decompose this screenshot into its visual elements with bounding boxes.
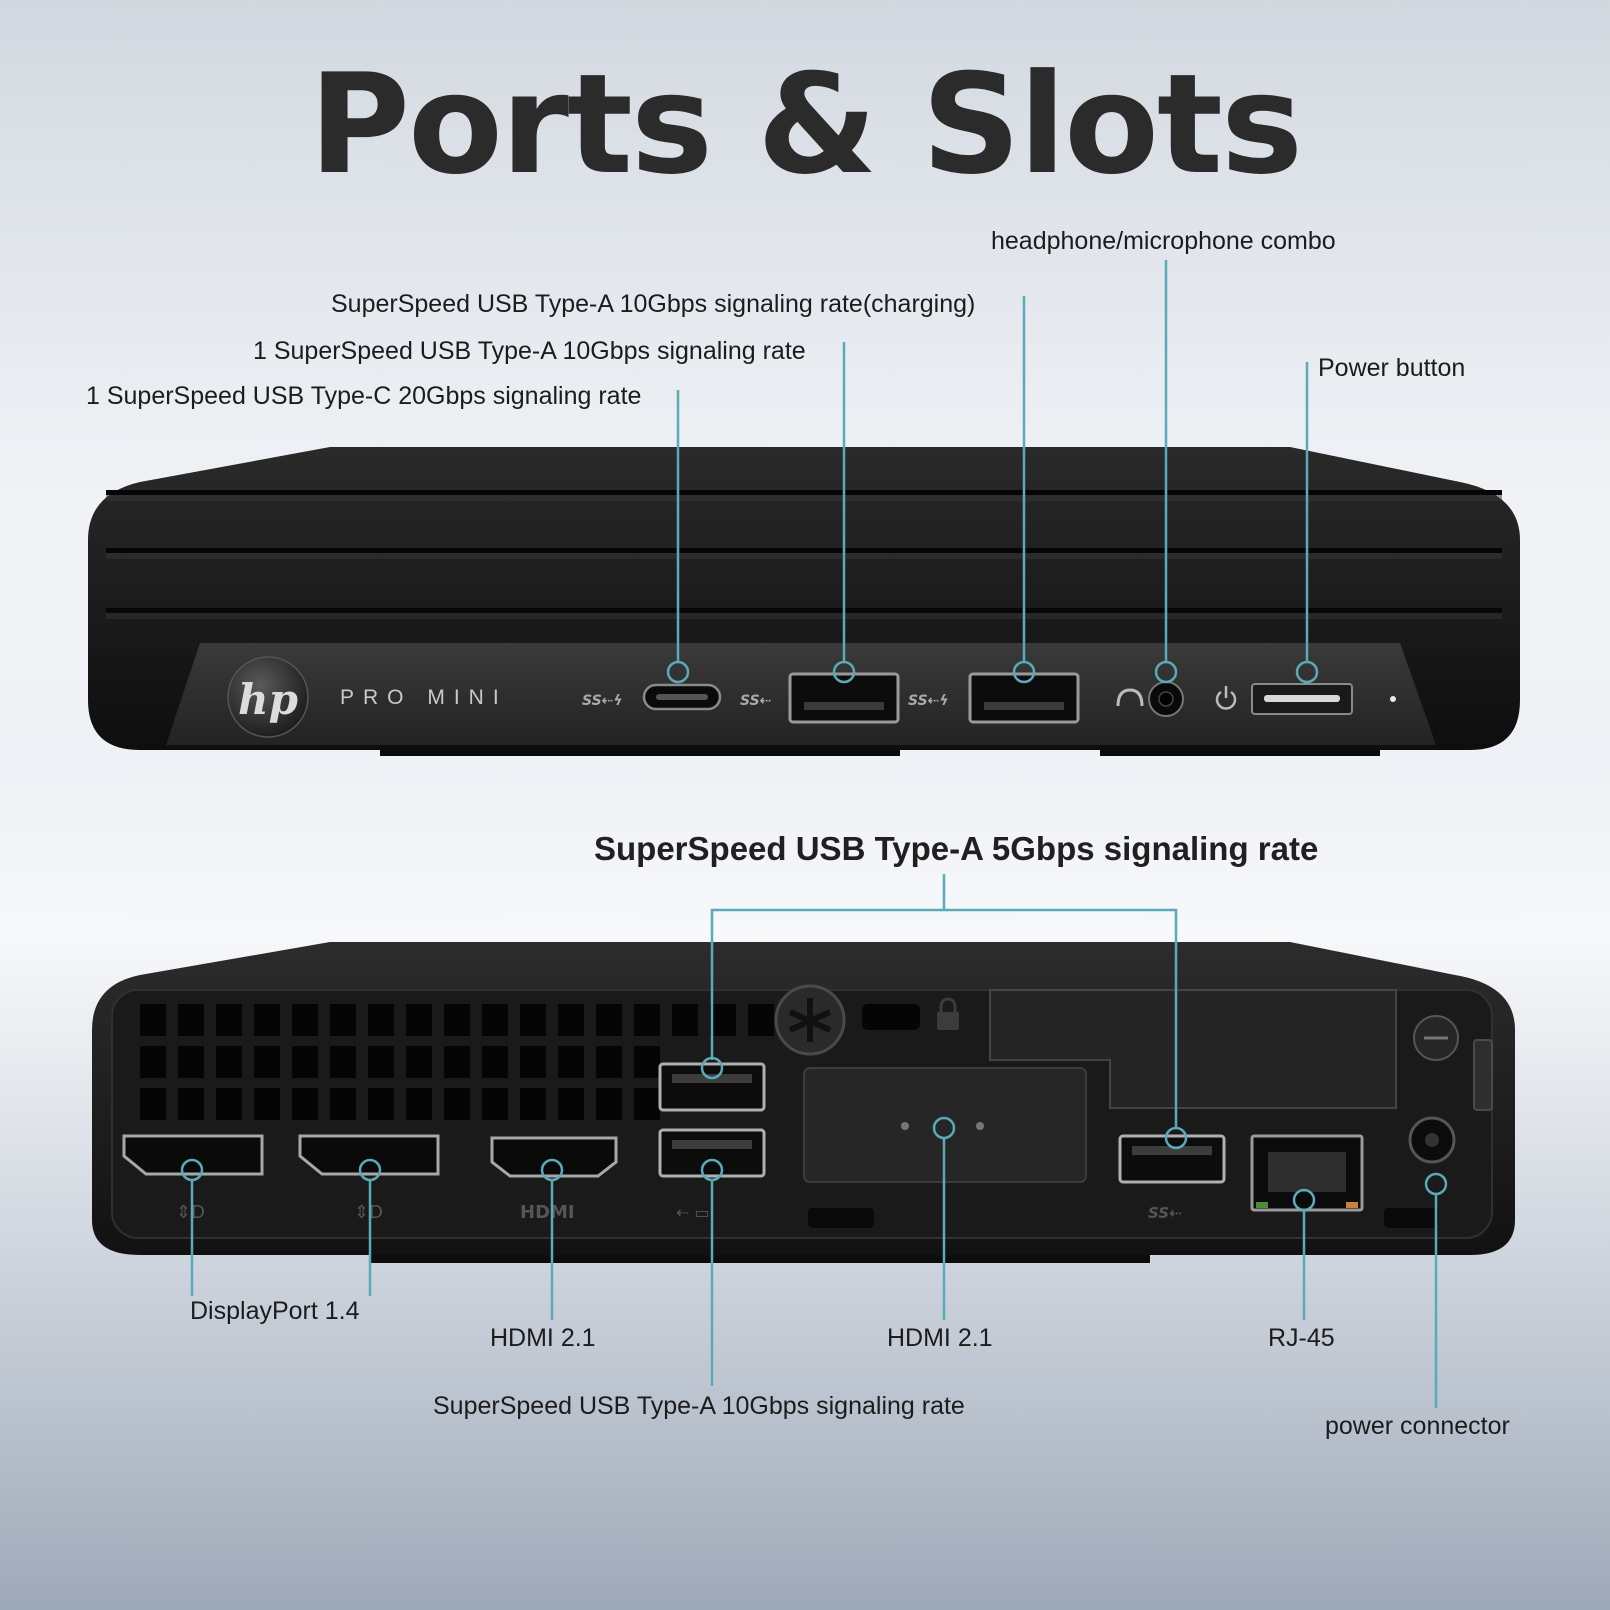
headphone-icon (1116, 688, 1144, 707)
rear-usb-a-port-bottom: ⇠ ▭ (658, 1128, 766, 1222)
lock-icon (937, 997, 959, 1030)
hdmi-port: HDMI (490, 1136, 618, 1223)
rear-vent-grid (140, 1004, 774, 1120)
security-lock-slot (862, 1004, 920, 1030)
ss-usb-charge-icon: SS⇠ϟ (908, 693, 949, 709)
hp-logo-text: hp (238, 675, 298, 724)
displayport-icon: ⇕D (354, 1202, 383, 1223)
label-displayport: DisplayPort 1.4 (190, 1297, 360, 1325)
model-text: PRO MINI (340, 686, 508, 709)
front-usb-c-port: SS⇠ϟ (582, 683, 722, 711)
front-headphone-jack (1116, 681, 1184, 717)
front-power-button (1215, 683, 1396, 715)
rear-usb-a-port-right: SS⇠ (1118, 1134, 1226, 1222)
hp-logo: hp (227, 656, 309, 738)
front-callouts (666, 260, 1319, 684)
label-hdmi-center: HDMI 2.1 (887, 1324, 993, 1352)
label-usb-a-5gbps-group: SuperSpeed USB Type-A 5Gbps signaling ra… (594, 830, 1319, 867)
label-usb-a-10gbps-rear: SuperSpeed USB Type-A 10Gbps signaling r… (433, 1392, 965, 1420)
label-headphone-mic-combo: headphone/microphone combo (991, 227, 1336, 255)
ss-usb-icon: SS⇠ (740, 693, 771, 709)
expansion-panel (989, 989, 1397, 1109)
label-hdmi-left: HDMI 2.1 (490, 1324, 596, 1352)
displayport-icon: ⇕D (176, 1202, 205, 1223)
label-power-connector: power connector (1325, 1412, 1510, 1440)
ss-usb-icon: SS⇠ (1148, 1204, 1182, 1222)
power-connector-port (1408, 1116, 1456, 1164)
usb-icon: ⇠ ▭ (676, 1203, 710, 1222)
label-power-button: Power button (1318, 354, 1466, 382)
displayport-1: ⇕D (122, 1134, 264, 1223)
rear-callouts (180, 874, 1448, 1408)
label-usb-a-10gbps: 1 SuperSpeed USB Type-A 10Gbps signaling… (253, 337, 806, 365)
power-led (1390, 696, 1396, 702)
ss-usb-icon: SS⇠ϟ (582, 693, 623, 709)
front-usb-a-port-1: SS⇠ (740, 672, 900, 724)
rj45-port (1250, 1134, 1364, 1212)
label-usb-c-20gbps: 1 SuperSpeed USB Type-C 20Gbps signaling… (86, 382, 642, 410)
page-title: Ports & Slots (308, 44, 1303, 205)
power-icon (1215, 690, 1237, 710)
front-chassis (88, 447, 1520, 756)
label-rj45: RJ-45 (1268, 1324, 1335, 1352)
label-usb-a-10gbps-charging: SuperSpeed USB Type-A 10Gbps signaling r… (331, 290, 976, 318)
hdmi-icon: HDMI (520, 1202, 575, 1223)
rear-usb-a-port-top (658, 1062, 766, 1112)
front-usb-a-port-2: SS⇠ϟ (908, 672, 1080, 724)
thumbscrew (774, 984, 846, 1056)
